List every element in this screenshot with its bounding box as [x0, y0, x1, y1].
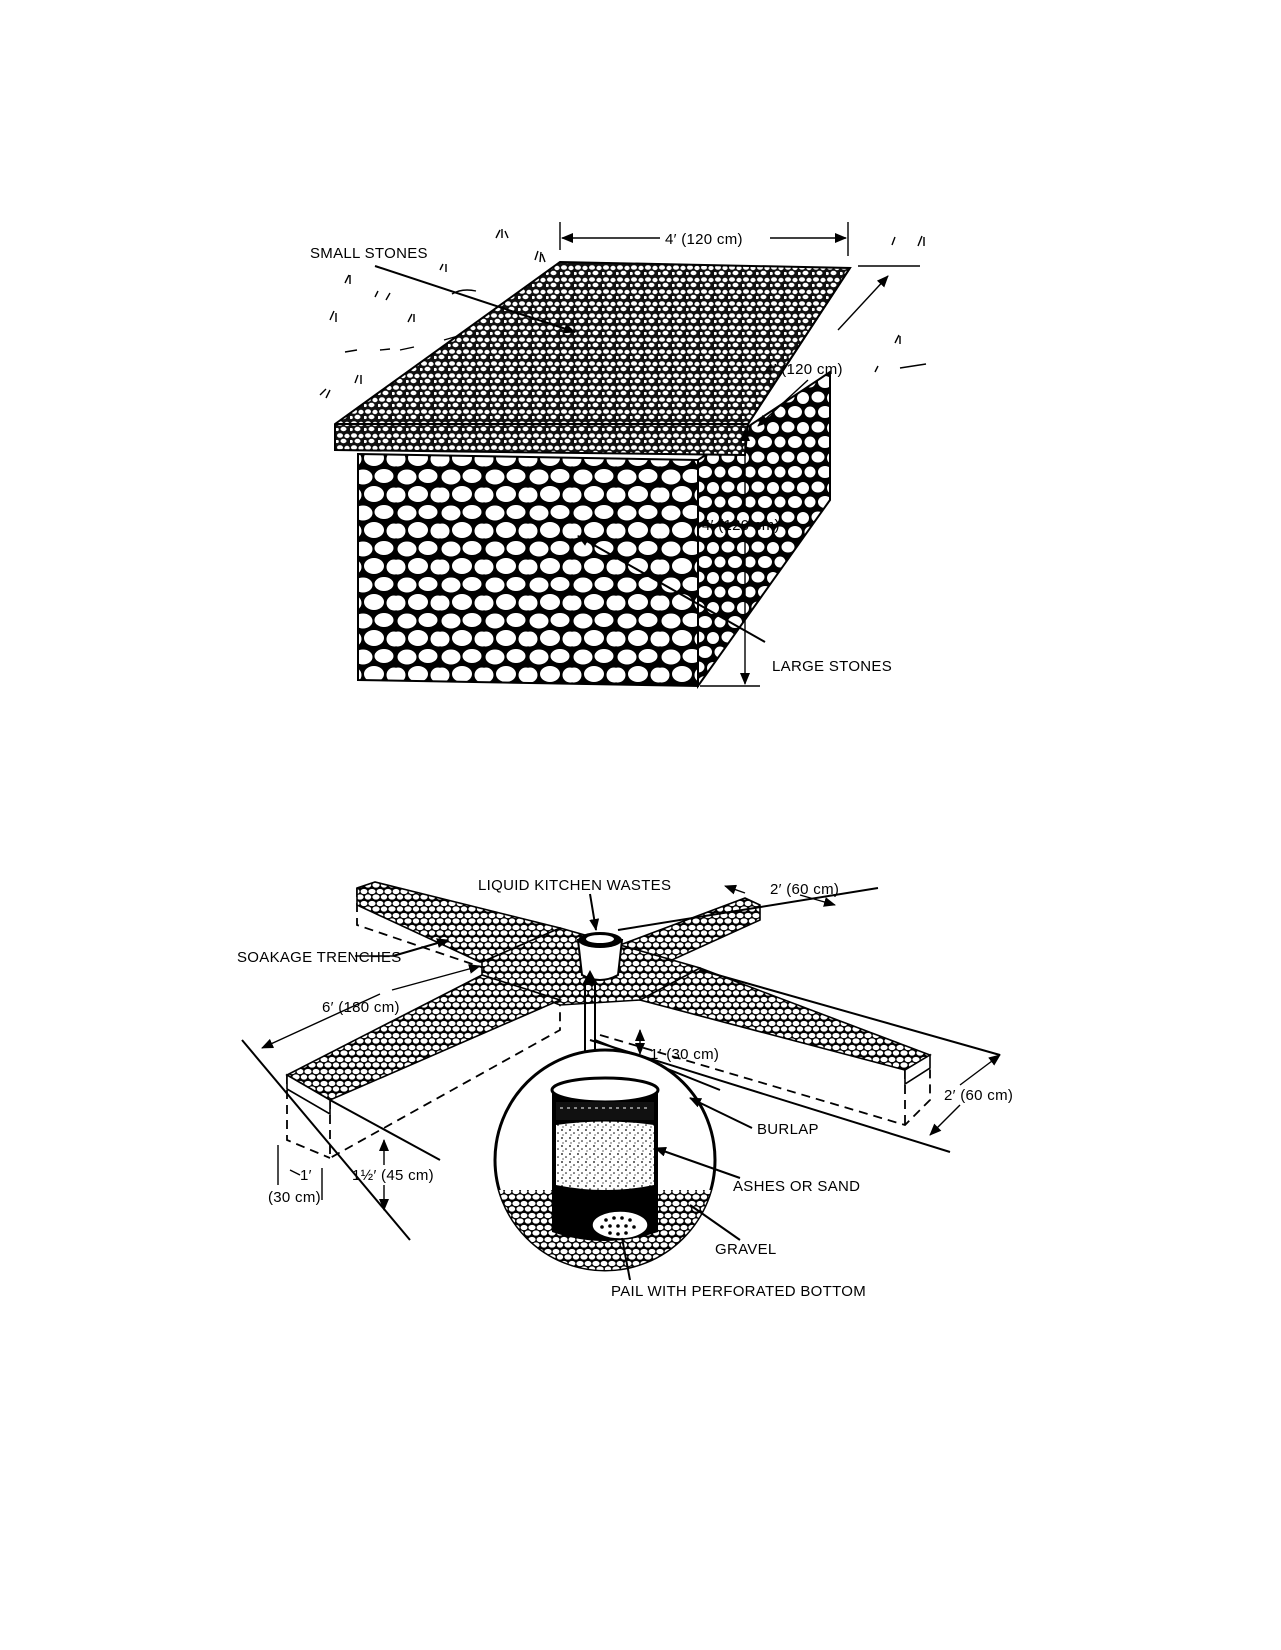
soakage-trench-figure: 6′ (180 cm) 2′ (60 cm) 2′ (60 cm) 1′ (30…: [237, 877, 1013, 1300]
pail-icon: [576, 932, 624, 981]
small-stones-label: SMALL STONES: [310, 245, 428, 262]
trench-width-top-label: 2′ (60 cm): [770, 881, 839, 898]
trench-width-right-label: 2′ (60 cm): [944, 1087, 1013, 1104]
grass-tufts-icon: [319, 229, 927, 399]
burlap-label: BURLAP: [757, 1121, 819, 1138]
pit-width-label: 4′ (120 cm): [665, 231, 743, 248]
trench-width-left-ft-label: 1′: [300, 1167, 312, 1184]
pit-front-face: [357, 452, 699, 688]
liquid-kitchen-wastes-label: LIQUID KITCHEN WASTES: [478, 877, 671, 894]
pit-depth-label: 4′ (120 cm): [765, 361, 843, 378]
pit-height-label: 4′ (120 cm): [702, 517, 780, 534]
gravel-label: GRAVEL: [715, 1241, 777, 1258]
trench-length-label: 6′ (180 cm): [322, 999, 400, 1016]
trench-arm-front-left: [285, 974, 563, 1101]
trench-depth-label: 1½′ (45 cm): [352, 1167, 434, 1184]
pail-perforated-bottom-label: PAIL WITH PERFORATED BOTTOM: [611, 1283, 866, 1300]
soakage-pit-figure: 4′ (120 cm) 4′ (120 cm) 4′ (120 cm) SMAL…: [310, 222, 927, 690]
soakage-trenches-label: SOAKAGE TRENCHES: [237, 949, 402, 966]
pail-depth-label: 1′ (30 cm): [650, 1046, 719, 1063]
pail-detail-inset: [493, 1048, 717, 1272]
ashes-or-sand-label: ASHES OR SAND: [733, 1178, 860, 1195]
large-stones-label: LARGE STONES: [772, 658, 892, 675]
trench-width-left-cm-label: (30 cm): [268, 1189, 321, 1206]
